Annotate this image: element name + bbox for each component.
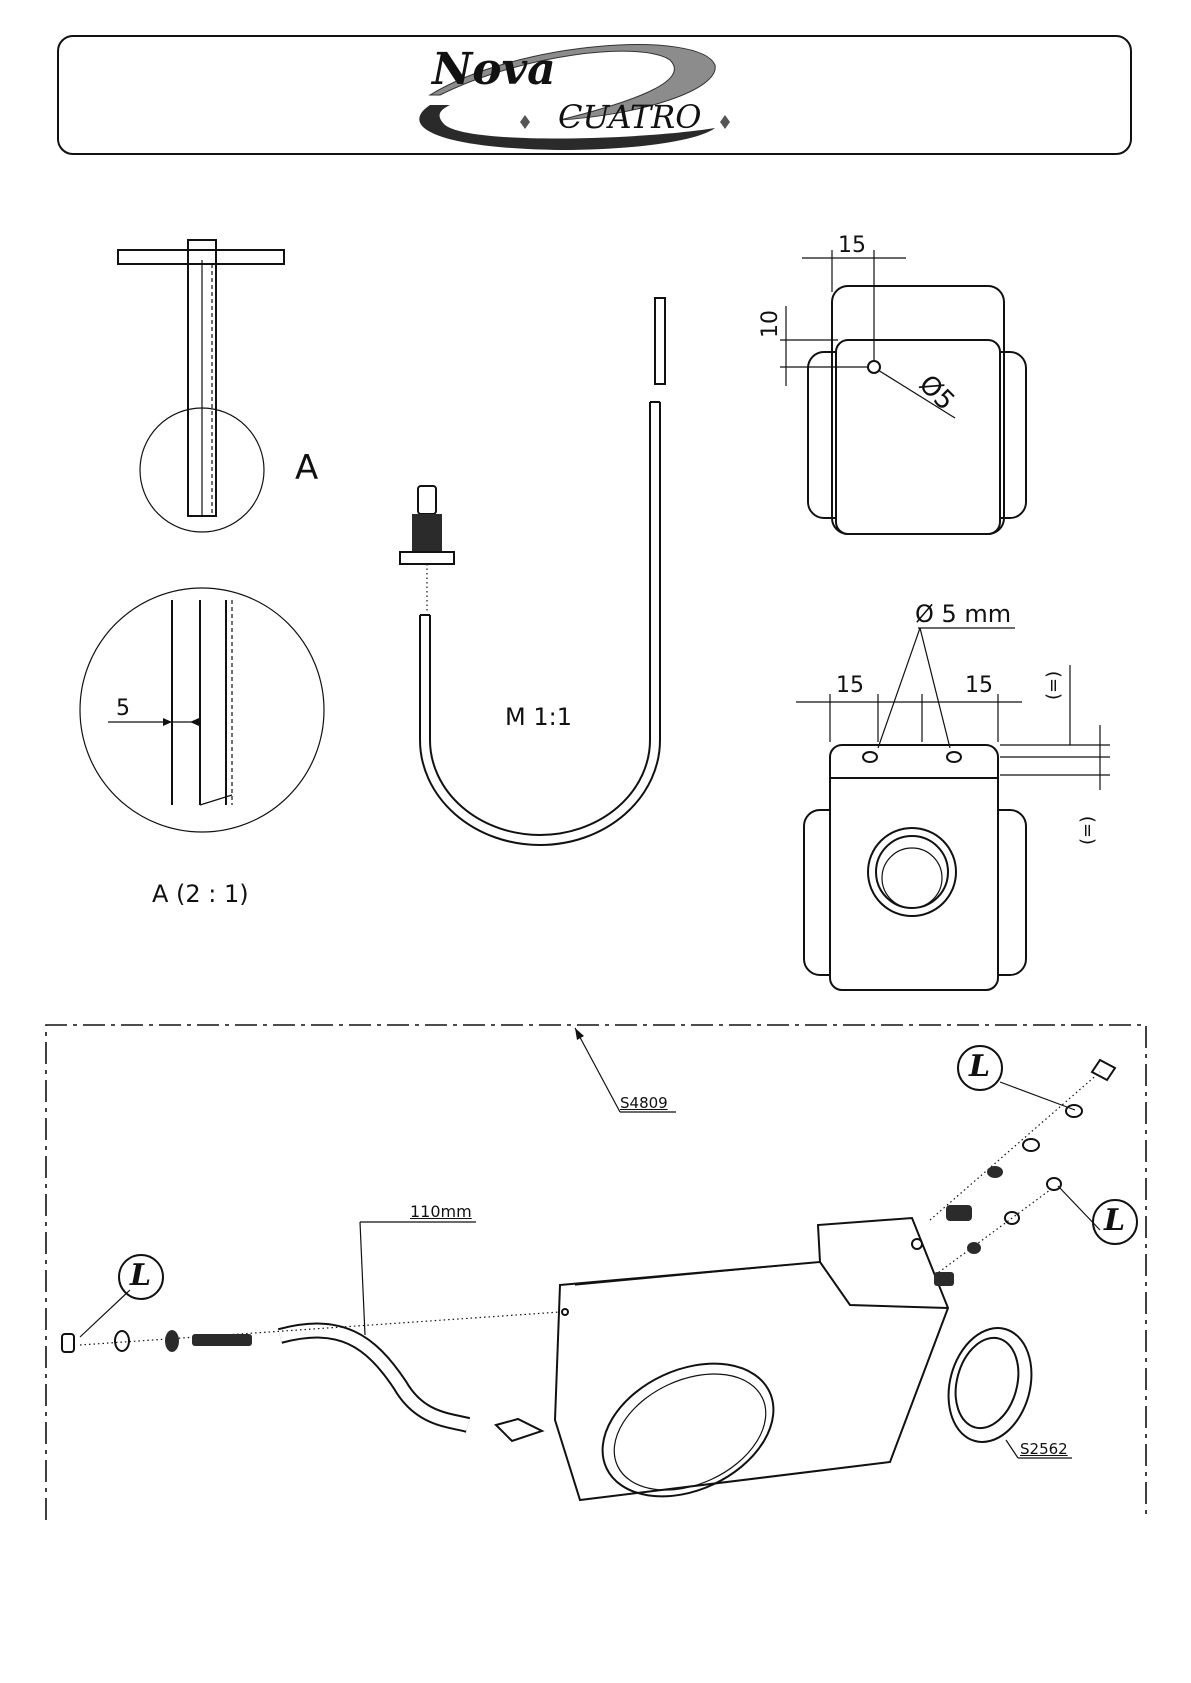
callout-l-left: L	[130, 1258, 151, 1293]
callout-l-right: L	[1104, 1203, 1125, 1238]
hole-note: Ø 5 mm	[915, 600, 1011, 628]
top-dim-horizontal: 15	[838, 233, 866, 258]
detail-dimension: 5	[116, 696, 130, 721]
tank-top-view	[780, 250, 1026, 534]
t-bar-section	[118, 240, 284, 532]
exploded-cap-parts	[930, 1046, 1137, 1458]
front-dim-left: 15	[836, 673, 864, 698]
exploded-hose-parts	[62, 1222, 560, 1441]
tank-isometric	[555, 1218, 948, 1522]
assembly-frame	[46, 1025, 1146, 1520]
ref-cap-label: S2562	[1020, 1440, 1068, 1458]
top-dim-vertical: 10	[758, 310, 783, 338]
hose-and-fitting	[400, 298, 665, 845]
callout-l-top-right: L	[969, 1049, 990, 1084]
front-dim-equal-top: (=)	[1043, 671, 1064, 700]
front-dim-right: 15	[965, 673, 993, 698]
ref-hose-label: 110mm	[410, 1202, 472, 1221]
front-dim-equal-bottom: (=)	[1077, 816, 1098, 845]
ref-frame-label: S4809	[620, 1094, 668, 1112]
scale-label: M 1:1	[505, 703, 572, 731]
section-label: A	[295, 448, 318, 488]
detail-caption: A (2 : 1)	[152, 880, 249, 908]
